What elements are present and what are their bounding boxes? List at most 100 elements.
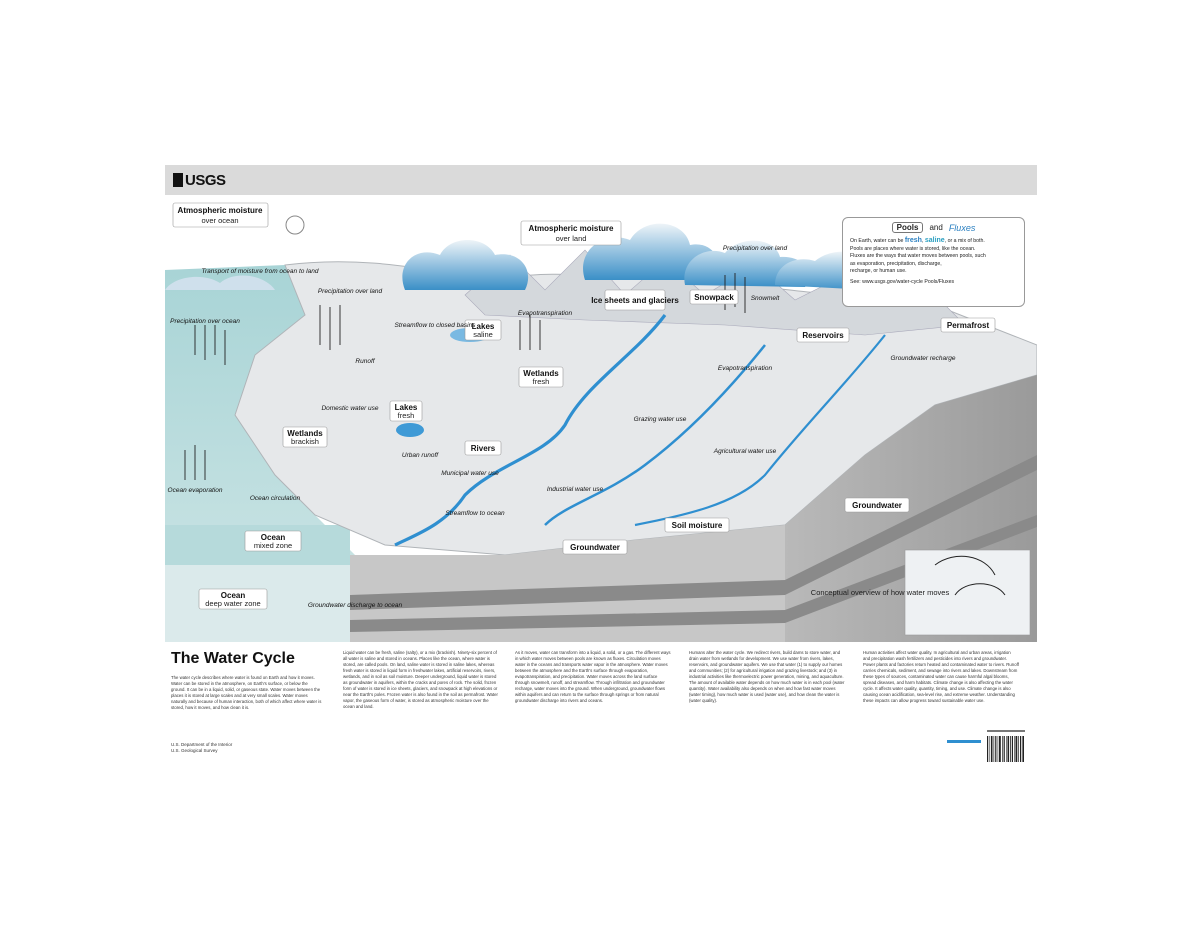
- inset-conceptual-overview: Conceptual overview of how water moves: [811, 549, 1031, 636]
- label-lakes-saline-sub: saline: [473, 330, 493, 339]
- label-precipitation-land-2: Precipitation over land: [723, 245, 788, 252]
- label-industrial-water-use: Industrial water use: [547, 486, 604, 493]
- text-column-1: The water cycle describes where water is…: [171, 675, 322, 710]
- label-ocean-mixed: Ocean mixed zone: [244, 530, 302, 552]
- legend-fresh: fresh: [904, 237, 922, 244]
- label-ocean-circulation: Ocean circulation: [250, 495, 301, 502]
- usgs-logo-text: USGS: [185, 171, 226, 189]
- label-ocean-evaporation: Ocean evaporation: [168, 487, 223, 494]
- usgs-logo-mark-icon: [173, 173, 183, 187]
- legend-line-5: recharge, or human use.: [850, 268, 907, 274]
- label-atmospheric-moisture-ocean: Atmospheric moisture over ocean: [172, 202, 269, 228]
- label-soil-moisture-text: Soil moisture: [672, 521, 723, 530]
- label-lakes-saline-title: Lakes: [472, 322, 495, 331]
- label-agricultural-water-use: Agricultural water use: [713, 448, 777, 455]
- evaporation-arrows: [184, 315, 541, 480]
- legend-and: and: [929, 222, 943, 232]
- label-ocean-deep: Ocean deep water zone: [198, 588, 268, 610]
- label-lakes-fresh-title: Lakes: [395, 403, 418, 412]
- label-precipitation-land-1: Precipitation over land: [318, 288, 383, 295]
- river-branch-east: [544, 344, 766, 526]
- label-wetlands-fresh-title: Wetlands: [523, 369, 559, 378]
- diagram-illustration: Atmospheric moisture over ocean Atmosphe…: [165, 202, 1038, 642]
- label-wetlands-brackish-sub: brackish: [291, 437, 319, 446]
- label-grazing-water-use: Grazing water use: [634, 416, 687, 423]
- legend-line-6: See: www.usgs.gov/water-cycle Pools/Flux…: [850, 278, 955, 285]
- label-urban-runoff: Urban runoff: [402, 452, 439, 459]
- label-ocean-deep-sub: deep water zone: [205, 599, 260, 608]
- legend-line-1-post: , or a mix of both.: [944, 238, 985, 244]
- header-bar: USGS: [165, 165, 1037, 195]
- text-column-2: Liquid water can be fresh, saline (salty…: [343, 650, 498, 709]
- label-ice-sheets: Ice sheets and glaciers: [591, 289, 679, 311]
- pools-fluxes-legend: Pools and Fluxes On Earth, water can be …: [842, 217, 1025, 307]
- label-domestic-water-use: Domestic water use: [321, 405, 378, 412]
- legend-pools-label: Pools: [891, 222, 924, 233]
- label-streamflow-closed-basins: Streamflow to closed basins: [395, 322, 477, 329]
- label-wetlands-fresh: Wetlands fresh: [518, 366, 564, 388]
- label-evapotranspiration-2: Evapotranspiration: [718, 365, 773, 372]
- legend-line-3: Fluxes are the ways that water moves bet…: [850, 253, 986, 259]
- precipitation-arrows-ocean: [194, 325, 226, 365]
- legend-line-1-pre: On Earth, water can be: [850, 238, 904, 244]
- label-groundwater-side: Groundwater: [844, 497, 910, 513]
- cloud-left: [402, 240, 529, 290]
- legend-line-2: Pools are places where water is stored, …: [850, 245, 976, 252]
- label-inset-text: Conceptual overview of how water moves: [811, 588, 950, 597]
- text-column-5: Human activities affect water quality. I…: [863, 650, 1019, 703]
- rock-stratum-2: [350, 515, 1037, 632]
- agency-line-2: U.S. Geological Survey: [171, 748, 218, 753]
- main-river: [394, 314, 667, 547]
- label-snowmelt: Snowmelt: [751, 295, 781, 302]
- label-ocean-mixed-sub: mixed zone: [254, 541, 292, 550]
- label-groundwater-front-text: Groundwater: [570, 543, 620, 552]
- rock-stratum-1: [350, 455, 1037, 610]
- legend-line-4: as evaporation, precipitation, discharge…: [850, 260, 942, 267]
- label-permafrost: Permafrost: [940, 317, 996, 333]
- legend-fluxes-label: Fluxes: [948, 222, 976, 233]
- label-rivers: Rivers: [464, 440, 502, 456]
- label-precipitation-ocean: Precipitation over ocean: [170, 318, 240, 325]
- label-atmospheric-moisture-land-sub: over land: [556, 234, 587, 243]
- label-permafrost-text: Permafrost: [947, 321, 990, 330]
- label-groundwater-front: Groundwater: [562, 539, 628, 555]
- label-wetlands-brackish-title: Wetlands: [287, 429, 323, 438]
- poster-title: The Water Cycle: [171, 650, 295, 667]
- text-panel: The Water Cycle The water cycle describe…: [165, 642, 1037, 773]
- label-snowpack-text: Snowpack: [694, 293, 734, 302]
- label-ocean-mixed-title: Ocean: [261, 533, 286, 542]
- usgs-logo: USGS: [173, 171, 226, 189]
- barcode-icon: [947, 730, 1025, 762]
- label-atmospheric-moisture-land: Atmospheric moisture over land: [520, 220, 622, 246]
- label-lakes-saline: Lakes saline: [464, 319, 502, 341]
- label-wetlands-brackish: Wetlands brackish: [282, 426, 328, 448]
- text-column-4: Humans alter the water cycle. We redirec…: [689, 650, 845, 703]
- legend-line-1-mid: ,: [921, 238, 924, 244]
- legend-header: Pools and Fluxes: [850, 222, 1017, 233]
- sun-icon: [285, 215, 305, 235]
- agency-credit: U.S. Department of the Interior U.S. Geo…: [171, 742, 232, 754]
- label-ocean-deep-title: Ocean: [221, 591, 246, 600]
- label-groundwater-discharge: Groundwater discharge to ocean: [308, 602, 403, 609]
- label-reservoirs: Reservoirs: [796, 327, 850, 343]
- label-atmospheric-moisture-land-title: Atmospheric moisture: [529, 224, 614, 233]
- label-atmospheric-moisture-ocean-title: Atmospheric moisture: [178, 206, 263, 215]
- label-groundwater-recharge: Groundwater recharge: [890, 355, 955, 362]
- label-ice-sheets-text: Ice sheets and glaciers: [591, 296, 679, 305]
- lake-fresh-shape: [396, 423, 424, 437]
- cloud-ocean: [165, 275, 275, 290]
- legend-line-1: On Earth, water can be fresh, saline, or…: [850, 237, 1017, 246]
- label-transport-moisture: Transport of moisture from ocean to land: [202, 268, 319, 275]
- text-column-3: As it moves, water can transform into a …: [515, 650, 671, 703]
- label-municipal-water-use: Municipal water use: [441, 470, 499, 477]
- label-atmospheric-moisture-ocean-sub: over ocean: [201, 216, 238, 225]
- water-cycle-diagram: Atmospheric moisture over ocean Atmosphe…: [165, 195, 1038, 642]
- label-evapotranspiration-1: Evapotranspiration: [518, 310, 573, 317]
- agency-line-1: U.S. Department of the Interior: [171, 742, 233, 747]
- label-streamflow-ocean: Streamflow to ocean: [445, 510, 505, 517]
- label-snowpack: Snowpack: [689, 289, 739, 305]
- label-runoff: Runoff: [355, 358, 375, 365]
- legend-saline: saline: [924, 237, 945, 244]
- poster: USGS: [165, 165, 1038, 773]
- label-groundwater-side-text: Groundwater: [852, 501, 902, 510]
